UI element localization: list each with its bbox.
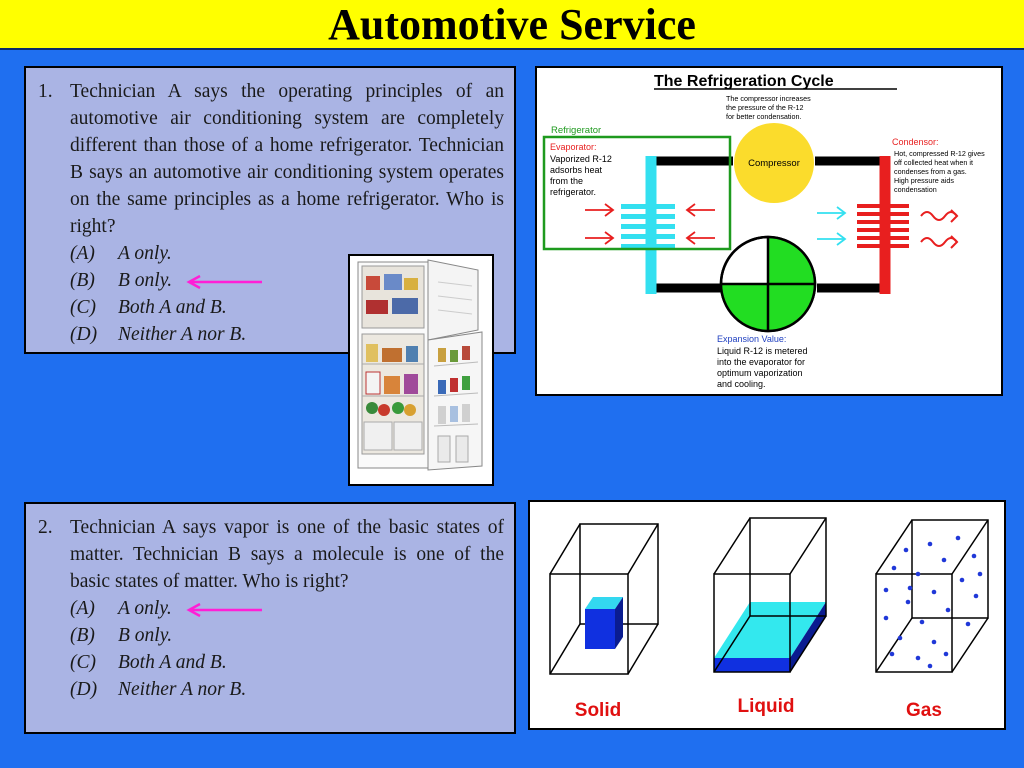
compressor-label: Compressor (748, 158, 800, 169)
expansion-text: Liquid R-12 is metered into the evaporat… (717, 346, 810, 389)
question-1-option-a: (A)A only. (70, 243, 172, 264)
solid-block (585, 597, 623, 649)
evaporator-heading: Evaporator: (550, 142, 597, 152)
solid-cube (549, 523, 659, 675)
question-1-option-b: (B)B only. (70, 267, 504, 294)
compressor (734, 123, 814, 203)
question-1-option-d: (D)Neither A nor B. (70, 324, 247, 345)
refrigeration-cycle-diagram: The Refrigeration Cycle The compressor i… (542, 73, 987, 389)
refrigeration-cycle-title: The Refrigeration Cycle (654, 73, 834, 90)
heat-flow-arrows-left (585, 203, 715, 245)
title-bar: Automotive Service (0, 0, 1024, 50)
refrigerator-image (348, 254, 494, 486)
refrigeration-cycle-panel: The Refrigeration Cycle The compressor i… (535, 66, 1003, 396)
liquid-label: Liquid (738, 696, 795, 717)
evaporator-coils (621, 204, 675, 249)
page-title: Automotive Service (328, 0, 696, 49)
question-1-content: 1. Technician A says the operating princ… (38, 78, 504, 348)
question-2-text: Technician A says vapor is one of the ba… (70, 517, 504, 592)
compressor-note: The compressor increases the pressure of… (726, 94, 813, 121)
refrigerator-box (542, 135, 732, 251)
arrow-left-icon (186, 274, 263, 289)
question-2-content: 2. Technician A says vapor is one of the… (38, 514, 504, 703)
question-1-box: 1. Technician A says the operating princ… (24, 66, 516, 354)
condensor-text: Hot, compressed R-12 gives off collected… (894, 149, 987, 194)
liquid-cube (713, 517, 827, 673)
question-2-option-c: (C)Both A and B. (70, 652, 227, 673)
question-1-number: 1. (38, 81, 53, 102)
evaporator-text: Vaporized R-12 adsorbs heat from the ref… (550, 154, 614, 197)
states-of-matter-panel: Solid Liquid (528, 500, 1006, 730)
expansion-valve (719, 235, 817, 333)
question-2-option-a: (A)A only. (70, 595, 504, 622)
question-1-option-c: (C)Both A and B. (70, 297, 227, 318)
question-2-option-b: (B)B only. (70, 625, 173, 646)
states-of-matter-diagram: Solid Liquid (549, 517, 989, 721)
gas-particles (883, 535, 983, 669)
gas-label: Gas (906, 700, 942, 721)
question-2-number: 2. (38, 517, 53, 538)
solid-label: Solid (575, 700, 621, 721)
arrow-left-icon (186, 602, 262, 617)
expansion-heading: Expansion Value: (717, 334, 786, 344)
question-1-text: Technician A says the operating principl… (70, 81, 504, 237)
question-2-option-d: (D)Neither A nor B. (70, 679, 247, 700)
refrigerator-illustration (357, 259, 483, 471)
condensor-heading: Condensor: (892, 137, 939, 147)
condenser-coils (857, 204, 909, 248)
heat-wave-icon (920, 209, 959, 249)
refrigerator-label: Refrigerator (551, 125, 601, 136)
question-2-box: 2. Technician A says vapor is one of the… (24, 502, 516, 734)
gas-cube (875, 519, 989, 673)
coolant-flow-arrows (817, 206, 847, 246)
